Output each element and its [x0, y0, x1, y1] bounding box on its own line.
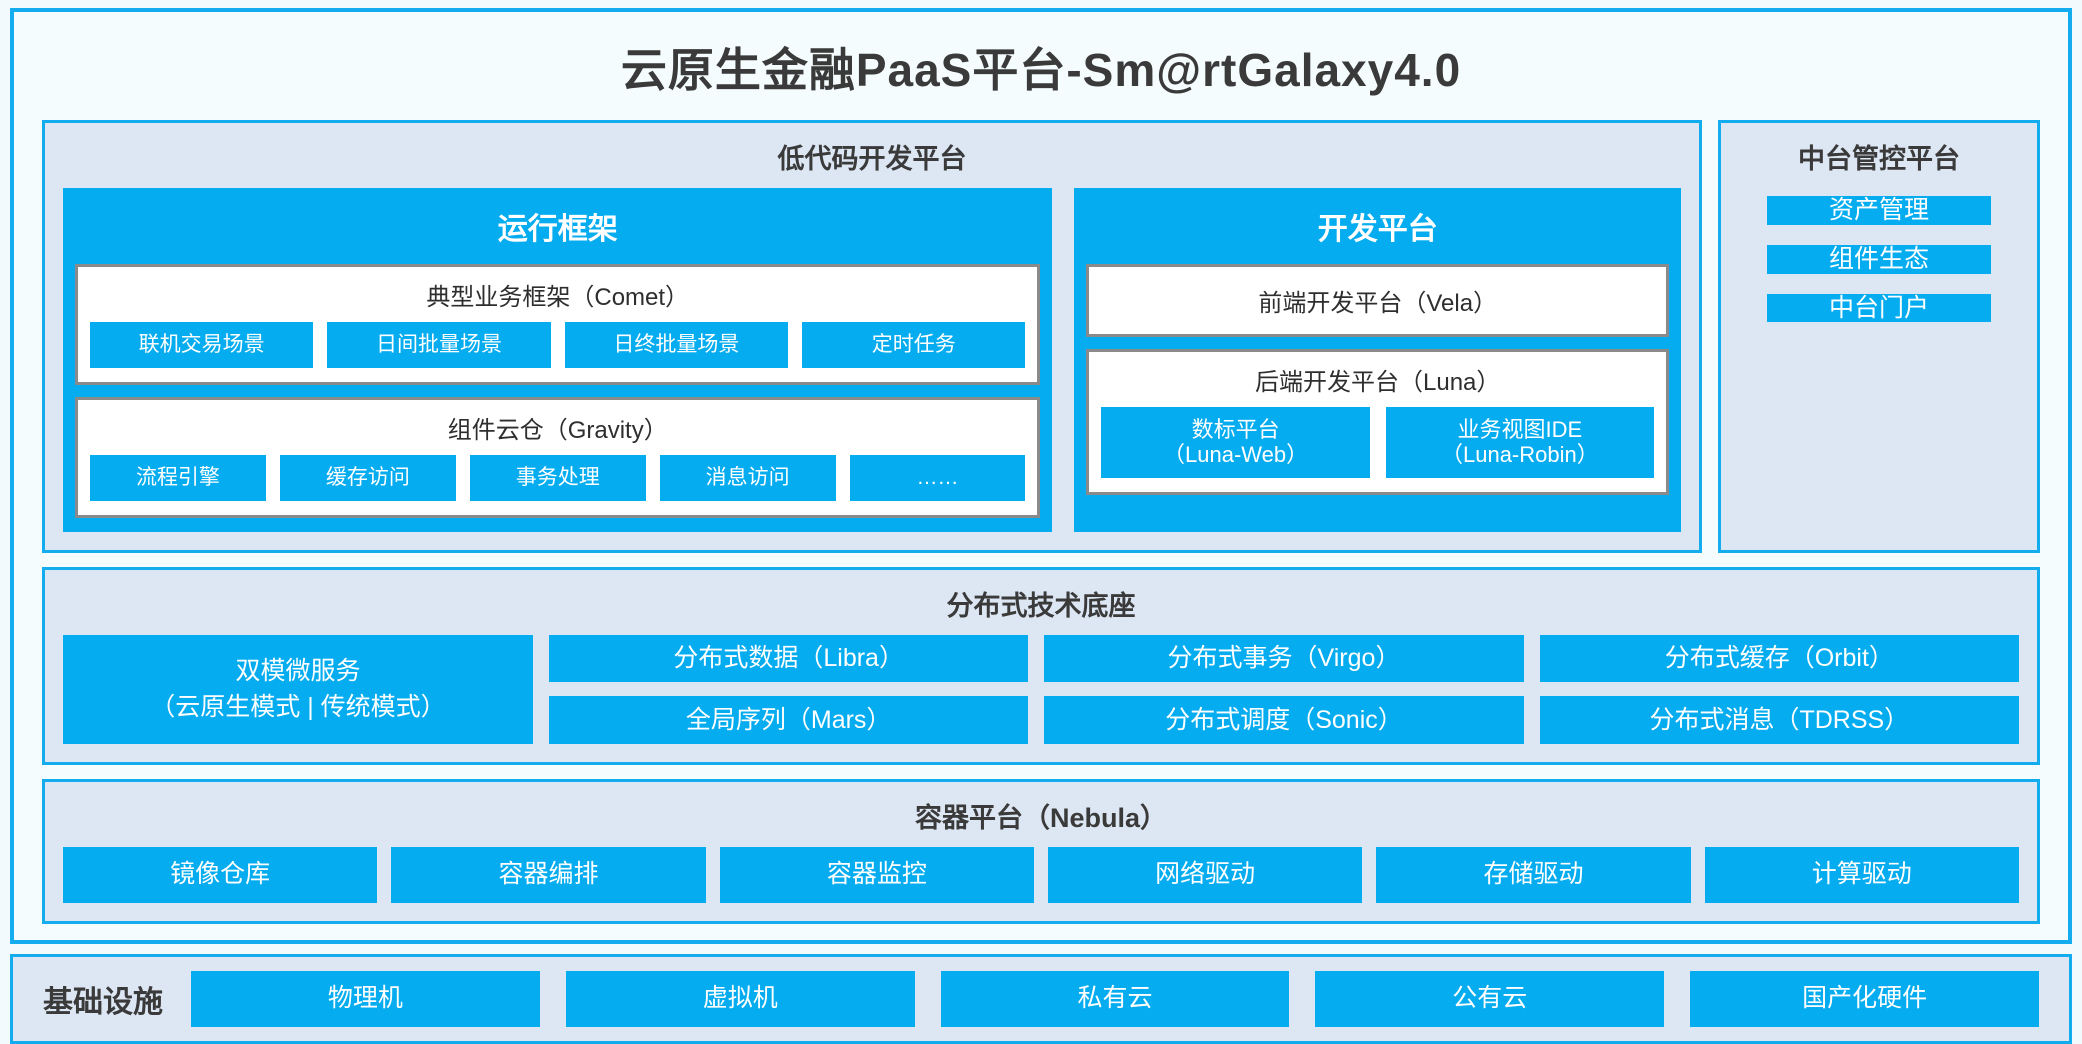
gravity-item-more[interactable]: …… [849, 455, 1026, 501]
lowcode-inner: 运行框架 典型业务框架（Comet） 联机交易场景 日间批量场景 日终批量场景 … [63, 188, 1681, 532]
container-platform-title: 容器平台（Nebula） [914, 802, 1168, 833]
dev-platform-box: 开发平台 前端开发平台（Vela） 后端开发平台（Luna） 数标平台 （Lun… [1074, 188, 1681, 532]
tech-item-distributed-scheduling-sonic[interactable]: 分布式调度（Sonic） [1044, 696, 1524, 744]
middle-office-item-asset-management[interactable]: 资产管理 [1767, 196, 1991, 225]
lowcode-platform-panel: 低代码开发平台 运行框架 典型业务框架（Comet） 联机交易场景 日间批量场景… [42, 120, 1702, 553]
tech-item-distributed-data-libra[interactable]: 分布式数据（Libra） [549, 635, 1029, 683]
container-item-image-registry[interactable]: 镜像仓库 [63, 846, 378, 903]
luna-item-luna-web[interactable]: 数标平台 （Luna-Web） [1101, 407, 1370, 478]
gravity-item-process-engine[interactable]: 流程引擎 [90, 455, 266, 501]
comet-item-intraday-batch[interactable]: 日间批量场景 [327, 322, 551, 368]
tech-base-panel: 分布式技术底座 双模微服务 （云原生模式 | 传统模式） 分布式数据（Libra… [42, 567, 2040, 765]
luna-item-luna-robin[interactable]: 业务视图IDE （Luna-Robin） [1385, 407, 1654, 478]
infrastructure-item-public-cloud[interactable]: 公有云 [1315, 970, 1665, 1027]
container-item-orchestration[interactable]: 容器编排 [391, 846, 706, 903]
gravity-item-cache-access[interactable]: 缓存访问 [279, 455, 456, 501]
tech-item-distributed-cache-orbit[interactable]: 分布式缓存（Orbit） [1539, 635, 2019, 683]
infrastructure-label: 基础设施 [43, 985, 163, 1019]
comet-title: 典型业务框架（Comet） [426, 284, 690, 311]
infrastructure-item-virtual-machine[interactable]: 虚拟机 [565, 970, 915, 1027]
luna-web-line1: 数标平台 [1191, 417, 1280, 442]
dual-mode-line2: （云原生模式 | 传统模式） [150, 693, 446, 722]
tech-base-col-1: 分布式数据（Libra） 全局序列（Mars） [549, 635, 1029, 744]
main-architecture-card: 云原生金融PaaS平台-Sm@rtGalaxy4.0 低代码开发平台 运行框架 … [10, 8, 2072, 944]
dual-mode-line1: 双模微服务 [235, 657, 361, 685]
middle-office-items: 资产管理 组件生态 中台门户 [1739, 188, 2019, 323]
gravity-chip-row: 流程引擎 缓存访问 事务处理 消息访问 …… [90, 455, 1026, 501]
container-item-monitoring[interactable]: 容器监控 [719, 846, 1034, 903]
infrastructure-chips: 物理机 虚拟机 私有云 公有云 国产化硬件 [191, 970, 2039, 1027]
tech-base-wide-col: 双模微服务 （云原生模式 | 传统模式） [63, 635, 533, 744]
luna-web-line2: （Luna-Web） [1163, 442, 1309, 468]
lowcode-platform-title: 低代码开发平台 [777, 144, 967, 174]
tech-item-global-sequence-mars[interactable]: 全局序列（Mars） [549, 696, 1029, 744]
container-platform-panel: 容器平台（Nebula） 镜像仓库 容器编排 容器监控 网络驱动 存储驱动 计算… [42, 778, 2040, 924]
tech-item-distributed-transaction-virgo[interactable]: 分布式事务（Virgo） [1044, 635, 1524, 683]
luna-robin-line1: 业务视图IDE [1457, 417, 1583, 442]
dev-platform-title: 开发平台 [1317, 213, 1438, 246]
backend-dev-platform-card: 后端开发平台（Luna） 数标平台 （Luna-Web） 业务视图IDE （Lu… [1086, 349, 1669, 495]
middle-office-item-portal[interactable]: 中台门户 [1767, 293, 1991, 323]
frontend-dev-platform-card[interactable]: 前端开发平台（Vela） [1086, 264, 1669, 337]
tech-base-grid: 双模微服务 （云原生模式 | 传统模式） 分布式数据（Libra） 全局序列（M… [63, 635, 2019, 744]
container-platform-chip-row: 镜像仓库 容器编排 容器监控 网络驱动 存储驱动 计算驱动 [63, 846, 2019, 903]
infrastructure-bar: 基础设施 物理机 虚拟机 私有云 公有云 国产化硬件 [10, 953, 2072, 1044]
middle-office-panel: 中台管控平台 资产管理 组件生态 中台门户 [1718, 120, 2040, 553]
runtime-framework-box: 运行框架 典型业务框架（Comet） 联机交易场景 日间批量场景 日终批量场景 … [63, 188, 1053, 532]
luna-chip-row: 数标平台 （Luna-Web） 业务视图IDE （Luna-Robin） [1101, 407, 1654, 478]
tech-base-title: 分布式技术底座 [946, 591, 1136, 621]
comet-chip-row: 联机交易场景 日间批量场景 日终批量场景 定时任务 [90, 322, 1026, 368]
container-item-storage-driver[interactable]: 存储驱动 [1376, 846, 1691, 903]
container-item-network-driver[interactable]: 网络驱动 [1047, 846, 1363, 903]
container-item-compute-driver[interactable]: 计算驱动 [1704, 846, 2019, 903]
middle-office-item-component-ecosystem[interactable]: 组件生态 [1767, 244, 1991, 274]
infrastructure-item-physical-machine[interactable]: 物理机 [191, 970, 540, 1027]
luna-robin-line2: （Luna-Robin） [1440, 442, 1599, 468]
comet-item-eod-batch[interactable]: 日终批量场景 [564, 322, 789, 368]
comet-item-scheduled-task[interactable]: 定时任务 [802, 322, 1026, 368]
backend-dev-platform-title: 后端开发平台（Luna） [1255, 369, 1501, 396]
tech-item-distributed-message-tdrss[interactable]: 分布式消息（TDRSS） [1539, 696, 2019, 744]
comet-item-online-transaction[interactable]: 联机交易场景 [90, 322, 314, 368]
middle-office-title: 中台管控平台 [1798, 144, 1960, 174]
tech-base-col-2: 分布式事务（Virgo） 分布式调度（Sonic） [1044, 635, 1524, 744]
infrastructure-item-private-cloud[interactable]: 私有云 [940, 970, 1290, 1027]
gravity-item-transaction-processing[interactable]: 事务处理 [469, 455, 646, 501]
gravity-title: 组件云仓（Gravity） [447, 417, 668, 444]
tech-base-col-3: 分布式缓存（Orbit） 分布式消息（TDRSS） [1539, 635, 2019, 744]
card-body: 低代码开发平台 运行框架 典型业务框架（Comet） 联机交易场景 日间批量场景… [14, 120, 2068, 924]
tech-item-dual-mode-microservice[interactable]: 双模微服务 （云原生模式 | 传统模式） [63, 635, 533, 744]
runtime-framework-title: 运行框架 [497, 213, 618, 246]
gravity-item-message-access[interactable]: 消息访问 [659, 455, 836, 501]
infrastructure-item-domestic-hardware[interactable]: 国产化硬件 [1690, 970, 2039, 1027]
page-title: 云原生金融PaaS平台-Sm@rtGalaxy4.0 [620, 44, 1462, 96]
top-row: 低代码开发平台 运行框架 典型业务框架（Comet） 联机交易场景 日间批量场景… [42, 120, 2040, 553]
comet-card: 典型业务框架（Comet） 联机交易场景 日间批量场景 日终批量场景 定时任务 [75, 264, 1041, 385]
gravity-card: 组件云仓（Gravity） 流程引擎 缓存访问 事务处理 消息访问 …… [75, 397, 1041, 518]
